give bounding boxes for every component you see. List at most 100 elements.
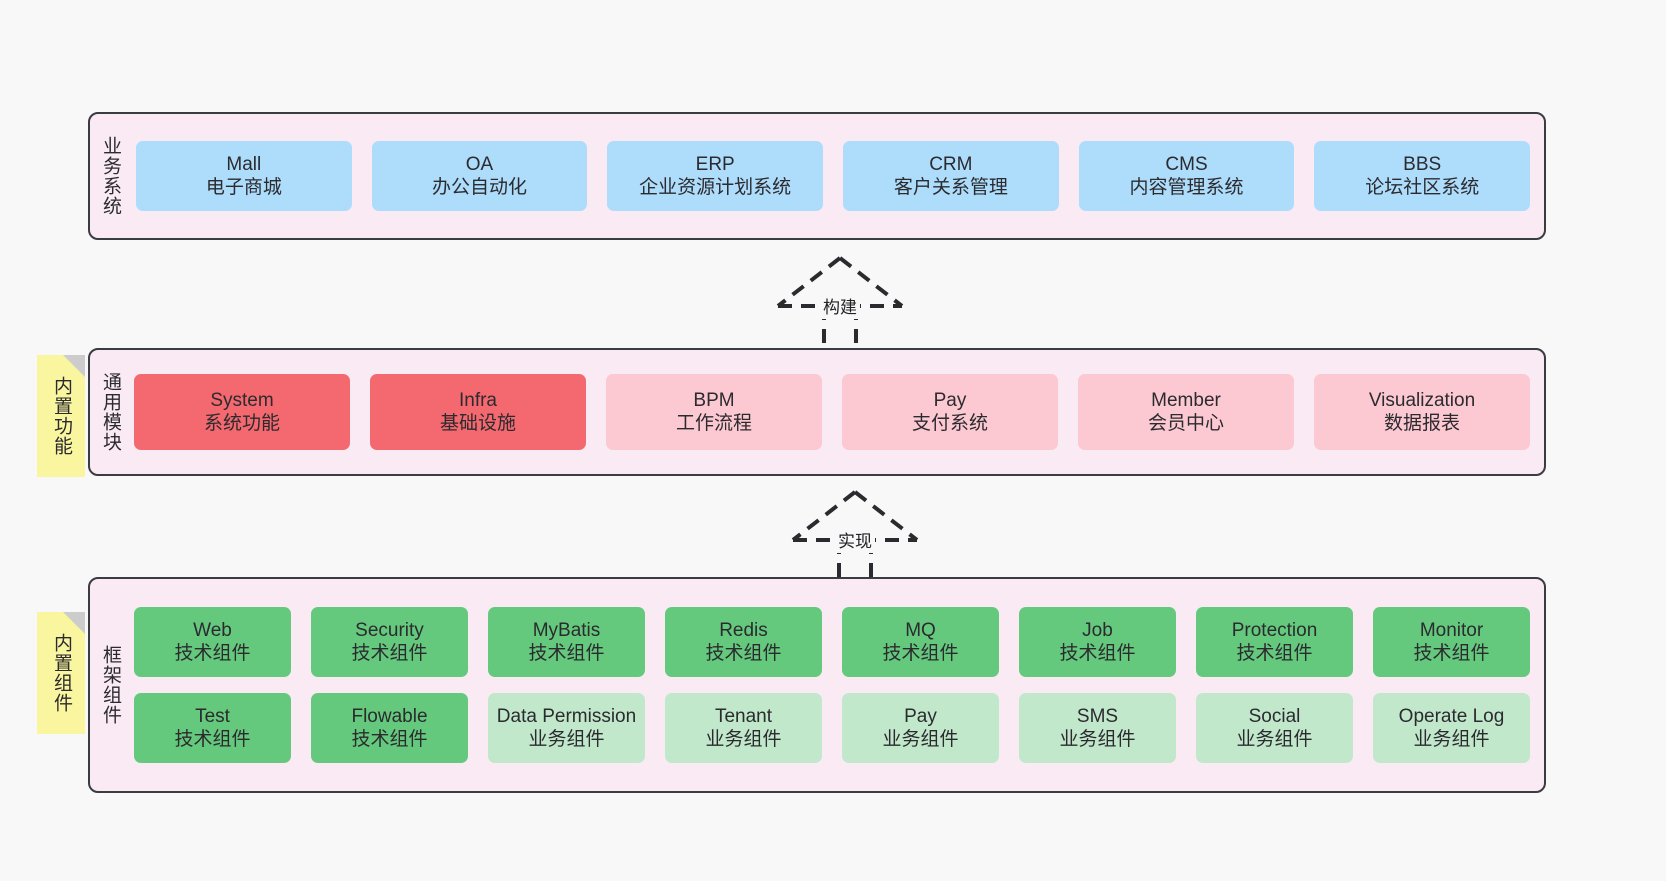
card-title: Monitor xyxy=(1419,619,1484,641)
card-title: Protection xyxy=(1231,619,1318,641)
card-subtitle: 系统功能 xyxy=(203,413,280,434)
module-card-data-permission[interactable]: Data Permission 业务组件 xyxy=(488,693,645,763)
module-card-web[interactable]: Web 技术组件 xyxy=(134,607,291,677)
card-subtitle: 业务组件 xyxy=(1413,729,1490,750)
card-title: Redis xyxy=(719,619,768,641)
sticky-note-label: 内置组件 xyxy=(51,633,73,713)
sticky-note-label: 内置功能 xyxy=(51,376,73,456)
layer-common-cells: System 系统功能 Infra 基础设施 BPM 工作流程 Pay 支付系统… xyxy=(130,350,1544,474)
card-title: MQ xyxy=(905,619,936,641)
card-title: Security xyxy=(355,619,424,641)
card-title: SMS xyxy=(1076,705,1119,727)
module-card-flowable[interactable]: Flowable 技术组件 xyxy=(311,693,468,763)
card-subtitle: 技术组件 xyxy=(1236,643,1313,664)
layer-framework-components: 框架组件 Web 技术组件 Security 技术组件 MyBatis 技术组件… xyxy=(88,577,1546,793)
sticky-note-builtin-component: 内置组件 xyxy=(37,612,85,734)
module-card-oa[interactable]: OA 办公自动化 xyxy=(371,141,588,211)
layer-title-framework: 框架组件 xyxy=(100,645,122,725)
card-title: Web xyxy=(193,619,232,641)
card-subtitle: 论坛社区系统 xyxy=(1365,177,1480,198)
card-title: Pay xyxy=(933,389,967,411)
sticky-note-builtin-function: 内置功能 xyxy=(37,355,85,477)
module-card-job[interactable]: Job 技术组件 xyxy=(1019,607,1176,677)
card-subtitle: 技术组件 xyxy=(1413,643,1490,664)
card-subtitle: 工作流程 xyxy=(675,413,752,434)
card-title: Visualization xyxy=(1368,389,1476,411)
layer-business-cells: Mall 电子商城 OA 办公自动化 ERP 企业资源计划系统 CRM 客户关系… xyxy=(130,114,1544,238)
module-card-member[interactable]: Member 会员中心 xyxy=(1078,374,1294,450)
arrow-build: 构建 xyxy=(760,254,920,353)
card-subtitle: 基础设施 xyxy=(439,413,516,434)
module-card-bbs[interactable]: BBS 论坛社区系统 xyxy=(1314,141,1531,211)
card-title: Pay xyxy=(904,705,937,727)
module-card-infra[interactable]: Infra 基础设施 xyxy=(370,374,586,450)
card-subtitle: 数据报表 xyxy=(1383,413,1460,434)
card-subtitle: 业务组件 xyxy=(882,729,959,750)
card-subtitle: 技术组件 xyxy=(351,643,428,664)
module-card-pay[interactable]: Pay 支付系统 xyxy=(842,374,1058,450)
card-title: Member xyxy=(1151,389,1221,411)
page-fold-icon xyxy=(63,612,85,634)
card-subtitle: 技术组件 xyxy=(705,643,782,664)
module-card-bpm[interactable]: BPM 工作流程 xyxy=(606,374,822,450)
module-card-protection[interactable]: Protection 技术组件 xyxy=(1196,607,1353,677)
card-subtitle: 技术组件 xyxy=(528,643,605,664)
layer-framework-cells: Web 技术组件 Security 技术组件 MyBatis 技术组件 Redi… xyxy=(130,579,1544,791)
module-card-mq[interactable]: MQ 技术组件 xyxy=(842,607,999,677)
cell-row: Mall 电子商城 OA 办公自动化 ERP 企业资源计划系统 CRM 客户关系… xyxy=(136,141,1531,211)
card-title: Operate Log xyxy=(1398,705,1505,727)
card-title: System xyxy=(210,389,274,411)
card-title: CRM xyxy=(929,153,973,175)
module-card-cms[interactable]: CMS 内容管理系统 xyxy=(1078,141,1295,211)
card-title: BBS xyxy=(1403,153,1442,175)
cell-row: Test 技术组件 Flowable 技术组件 Data Permission … xyxy=(134,693,1530,763)
module-card-crm[interactable]: CRM 客户关系管理 xyxy=(843,141,1059,211)
module-card-mall[interactable]: Mall 电子商城 xyxy=(136,141,352,211)
card-title: OA xyxy=(465,153,494,175)
card-title: Job xyxy=(1082,619,1113,641)
module-card-visualization[interactable]: Visualization 数据报表 xyxy=(1314,374,1530,450)
card-subtitle: 企业资源计划系统 xyxy=(639,177,792,198)
card-title: MyBatis xyxy=(532,619,601,641)
card-subtitle: 技术组件 xyxy=(174,729,251,750)
card-title: CMS xyxy=(1165,153,1208,175)
card-title: Infra xyxy=(458,389,498,411)
module-card-monitor[interactable]: Monitor 技术组件 xyxy=(1373,607,1530,677)
card-subtitle: 技术组件 xyxy=(882,643,959,664)
card-subtitle: 技术组件 xyxy=(351,729,428,750)
module-card-operate-log[interactable]: Operate Log 业务组件 xyxy=(1373,693,1530,763)
cell-row: System 系统功能 Infra 基础设施 BPM 工作流程 Pay 支付系统… xyxy=(134,374,1530,450)
module-card-test[interactable]: Test 技术组件 xyxy=(134,693,291,763)
card-subtitle: 会员中心 xyxy=(1147,413,1224,434)
card-title: Test xyxy=(195,705,230,727)
module-card-social[interactable]: Social 业务组件 xyxy=(1196,693,1353,763)
card-subtitle: 技术组件 xyxy=(174,643,251,664)
arrow-implement-label: 实现 xyxy=(835,526,875,553)
module-card-erp[interactable]: ERP 企业资源计划系统 xyxy=(607,141,824,211)
module-card-security[interactable]: Security 技术组件 xyxy=(311,607,468,677)
card-title: Mall xyxy=(226,153,262,175)
card-title: Flowable xyxy=(351,705,428,727)
card-subtitle: 业务组件 xyxy=(705,729,782,750)
card-subtitle: 业务组件 xyxy=(1236,729,1313,750)
module-card-redis[interactable]: Redis 技术组件 xyxy=(665,607,822,677)
module-card-system[interactable]: System 系统功能 xyxy=(134,374,350,450)
layer-title-business: 业务系统 xyxy=(100,136,122,216)
card-subtitle: 支付系统 xyxy=(911,413,988,434)
card-subtitle: 内容管理系统 xyxy=(1129,177,1244,198)
card-subtitle: 电子商城 xyxy=(205,177,282,198)
card-subtitle: 技术组件 xyxy=(1059,643,1136,664)
module-card-mybatis[interactable]: MyBatis 技术组件 xyxy=(488,607,645,677)
card-title: ERP xyxy=(695,153,735,175)
card-title: BPM xyxy=(693,389,735,411)
layer-title-common: 通用模块 xyxy=(100,372,122,452)
card-subtitle: 业务组件 xyxy=(1059,729,1136,750)
module-card-sms[interactable]: SMS 业务组件 xyxy=(1019,693,1176,763)
module-card-tenant[interactable]: Tenant 业务组件 xyxy=(665,693,822,763)
arrow-build-label: 构建 xyxy=(820,292,860,319)
module-card-pay-business[interactable]: Pay 业务组件 xyxy=(842,693,999,763)
card-subtitle: 客户关系管理 xyxy=(893,177,1008,198)
layer-business-systems: 业务系统 Mall 电子商城 OA 办公自动化 ERP 企业资源计划系统 CRM… xyxy=(88,112,1546,240)
card-subtitle: 办公自动化 xyxy=(432,177,528,198)
arrow-implement: 实现 xyxy=(775,488,935,587)
